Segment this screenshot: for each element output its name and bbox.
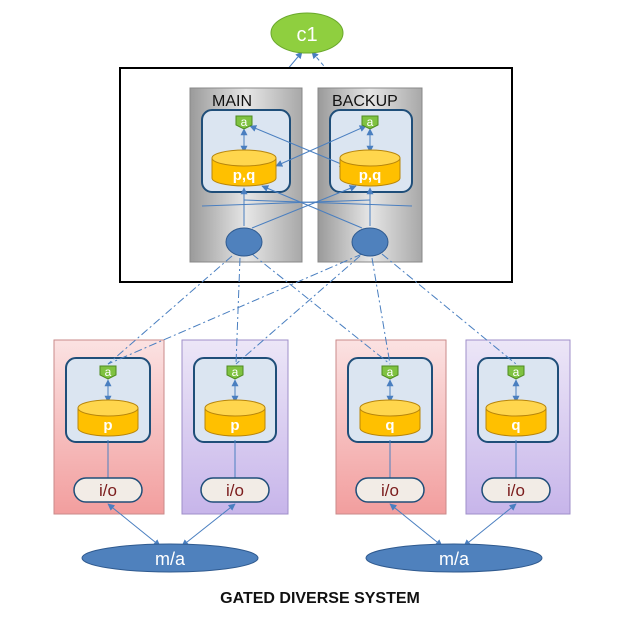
backup-store-label: p,q [359, 167, 382, 184]
controller-node: c1 [270, 12, 344, 54]
lower-store-2-top [204, 399, 266, 417]
lower-agent-4-label: a [513, 365, 520, 379]
io-label-1: i/o [99, 481, 117, 500]
io-label-2: i/o [226, 481, 244, 500]
upper-agents: a a [235, 115, 379, 130]
backup-agent-label: a [367, 115, 374, 129]
upper-stores: p,q p,q [211, 149, 401, 187]
io-label-4: i/o [507, 481, 525, 500]
main-agent-icon [235, 115, 253, 130]
main-store-top [211, 149, 277, 167]
module-2-label: m/a [439, 549, 470, 569]
lower-agent-4-icon [507, 365, 525, 380]
module-1 [81, 543, 259, 573]
lower-agent-1-icon [99, 365, 117, 380]
lower-agent-3-icon [381, 365, 399, 380]
io-box-4 [481, 477, 551, 503]
module-links [107, 503, 517, 547]
system-frame [119, 67, 513, 283]
backup-gate-ellipse [351, 227, 389, 257]
io-box-1 [73, 477, 143, 503]
main-header: MAIN [212, 93, 252, 110]
gate-links [107, 253, 517, 365]
diagram-title: GATED DIVERSE SYSTEM [220, 590, 420, 607]
io-box-2 [200, 477, 270, 503]
backup-header: BACKUP [332, 93, 398, 110]
lower-links [104, 379, 520, 478]
lower-store-4-label: q [511, 417, 520, 434]
main-gate-ellipse [225, 227, 263, 257]
lower-store-4-top [485, 399, 547, 417]
lower-store-3-label: q [385, 417, 394, 434]
lower-agents: a a a a [99, 365, 525, 380]
main-agent-label: a [241, 115, 248, 129]
controller-ellipse [270, 12, 344, 54]
lower-agent-1-label: a [105, 365, 112, 379]
io-box-3 [355, 477, 425, 503]
module-2 [365, 543, 543, 573]
backup-agent-icon [361, 115, 379, 130]
io-boxes: i/o i/o i/o i/o [73, 477, 551, 503]
modules: m/a m/a [81, 543, 543, 573]
lower-stores: p p q q [77, 399, 547, 437]
cross-links [201, 125, 413, 229]
controller-label: c1 [296, 24, 317, 46]
lower-agent-2-label: a [232, 365, 239, 379]
lower-store-1-top [77, 399, 139, 417]
lower-agent-3-label: a [387, 365, 394, 379]
module-1-label: m/a [155, 549, 186, 569]
backup-store-top [339, 149, 401, 167]
lower-store-1-label: p [103, 417, 112, 434]
lower-store-2-label: p [230, 417, 239, 434]
main-store-label: p,q [233, 167, 256, 184]
lower-agent-2-icon [226, 365, 244, 380]
io-label-3: i/o [381, 481, 399, 500]
lower-store-3-top [359, 399, 421, 417]
